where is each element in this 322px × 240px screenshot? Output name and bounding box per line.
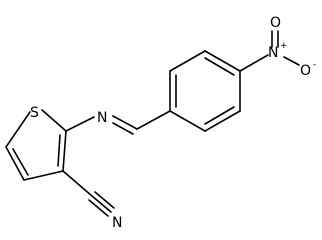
atom-nitrile-nitrogen-label: N (112, 215, 122, 231)
bond-c2-n (65, 116, 95, 132)
bond-c3-c2 (62, 130, 67, 172)
bond-b3-b4 (204, 50, 241, 72)
chemical-structure: S N N N + O O - (5, 15, 316, 231)
bond-s-c5 (5, 111, 31, 148)
bond-c4-c3 (23, 170, 64, 181)
atom-sulfur-label: S (30, 105, 39, 121)
bond-n-o-right (283, 56, 300, 66)
bond-ch-ring (136, 110, 171, 130)
bond-triple-2 (94, 191, 115, 209)
bond-ring-nitro (239, 54, 269, 72)
bond-b3-b4-double (204, 57, 235, 76)
atom-nitro-nitrogen-label: N (268, 45, 278, 61)
nitro-group (239, 30, 300, 72)
bond-triple-1 (91, 195, 112, 213)
bond-c5-c4-double (12, 148, 29, 176)
bond-c3-c2-double (57, 134, 61, 167)
nitro-minus-charge: - (313, 60, 316, 70)
structure-canvas: S N N N + O O - (5, 15, 316, 231)
bond-c3-cn (62, 170, 93, 197)
bond-n-ch-double (112, 122, 134, 135)
bond-b2-b3 (169, 50, 206, 72)
bond-b5-b6 (204, 110, 241, 132)
bond-c2-s (41, 109, 67, 132)
nitro-plus-charge: + (280, 41, 288, 51)
bond-c5-c4 (5, 146, 25, 181)
thiophene-ring (5, 109, 67, 181)
bond-n-ch (112, 115, 138, 130)
atom-nitro-oxygen-right-label: O (300, 63, 311, 79)
atom-imine-nitrogen-label: N (97, 110, 107, 126)
imine-linkage (65, 110, 171, 135)
benzene-ring (169, 50, 241, 132)
bond-triple-3 (88, 199, 109, 217)
nitrile-group (62, 170, 115, 217)
atom-nitro-oxygen-top-label: O (270, 15, 281, 31)
bond-b5-b6-double (204, 106, 235, 125)
bond-b6-b1 (169, 110, 206, 132)
